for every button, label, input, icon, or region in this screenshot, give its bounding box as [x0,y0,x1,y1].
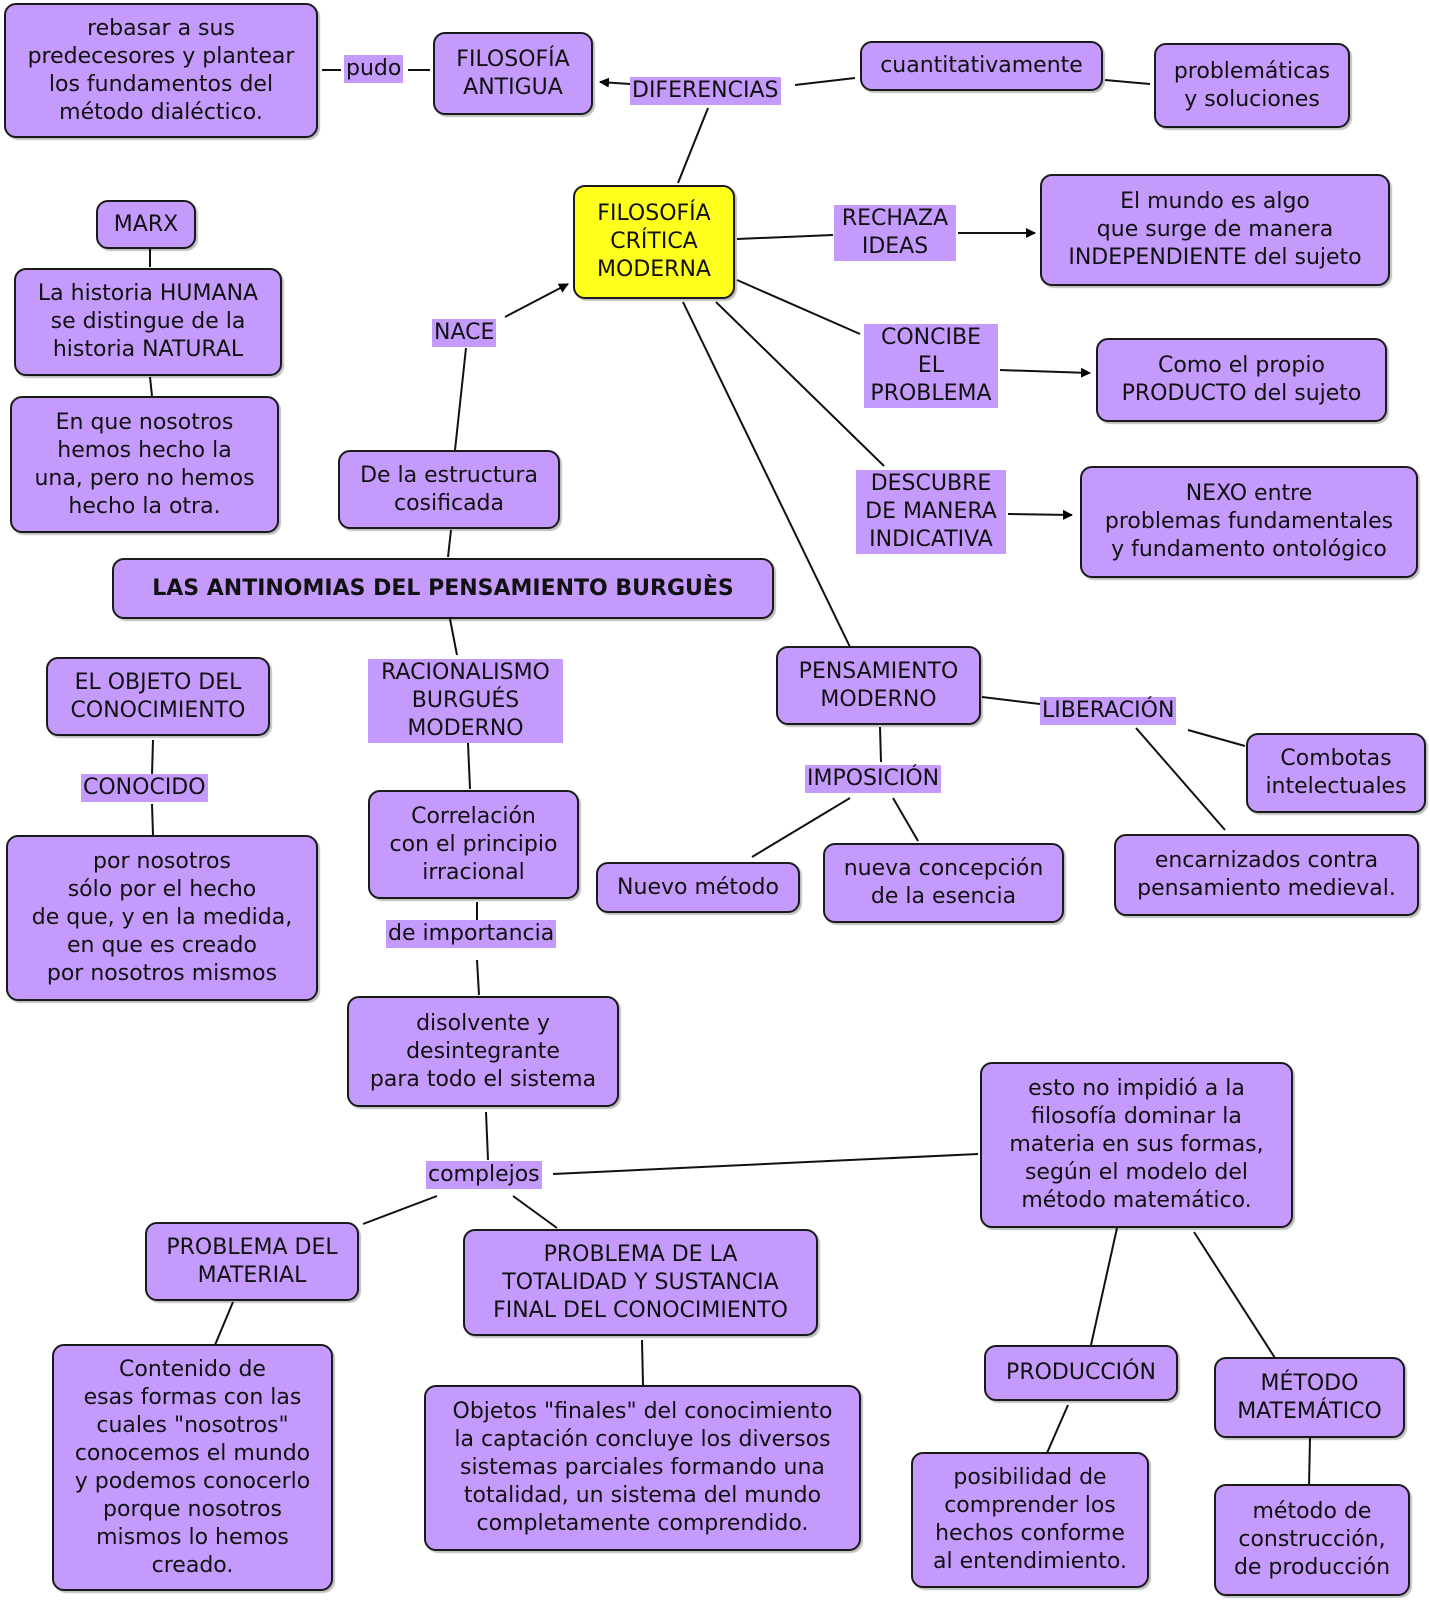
label-conocido: CONOCIDO [81,774,208,802]
node-disolvente: disolvente y desintegrante para todo el … [347,996,619,1107]
label-racionalismo: RACIONALISMO BURGUÉS MODERNO [368,659,563,743]
node-problematicas: problemáticas y soluciones [1154,43,1350,128]
node-esto-no-impidio: esto no impidió a la filosofía dominar l… [980,1062,1293,1228]
label-descubre: DESCUBRE DE MANERA INDICATIVA [856,470,1006,554]
label-pudo: pudo [344,55,404,83]
node-en-que-nosotros: En que nosotros hemos hecho la una, pero… [10,396,279,533]
node-pensamiento-moderno: PENSAMIENTO MODERNO [776,646,981,725]
node-produccion: PRODUCCIÓN [984,1345,1178,1401]
node-objeto-conocimiento: EL OBJETO DEL CONOCIMIENTO [46,657,270,736]
node-correlacion: Correlación con el principio irracional [368,790,579,899]
node-metodo-construccion: método de construcción, de producción [1214,1484,1410,1596]
label-imposicion: IMPOSICIÓN [805,765,942,793]
label-complejos: complejos [426,1161,542,1189]
label-rechaza-ideas: RECHAZA IDEAS [834,205,956,261]
label-liberacion: LIBERACIÓN [1040,697,1177,725]
node-problema-totalidad: PROBLEMA DE LA TOTALIDAD Y SUSTANCIA FIN… [463,1229,818,1336]
node-contenido: Contenido de esas formas con las cuales … [52,1344,333,1591]
node-problema-material: PROBLEMA DEL MATERIAL [145,1222,359,1301]
node-cuantitativamente: cuantitativamente [860,41,1103,91]
node-encarnizados: encarnizados contra pensamiento medieval… [1114,834,1419,916]
label-concibe-problema: CONCIBE EL PROBLEMA [864,324,998,408]
node-marx: MARX [96,200,196,249]
node-posibilidad: posibilidad de comprender los hechos con… [911,1452,1149,1588]
label-nace: NACE [432,319,497,347]
node-rebasar: rebasar a sus predecesores y plantear lo… [4,3,318,138]
node-estructura-cosificada: De la estructura cosificada [338,450,560,529]
node-producto-sujeto: Como el propio PRODUCTO del sujeto [1096,338,1387,422]
node-objetos-finales: Objetos "finales" del conocimiento la ca… [424,1385,861,1551]
node-nueva-concepcion: nueva concepción de la esencia [823,843,1064,923]
node-combotas: Combotas intelectuales [1246,733,1426,813]
label-diferencias: DIFERENCIAS [630,77,781,105]
node-historia-humana: La historia HUMANA se distingue de la hi… [14,268,282,376]
label-de-importancia: de importancia [386,920,557,948]
node-por-nosotros: por nosotros sólo por el hecho de que, y… [6,835,318,1001]
node-metodo-matematico: MÉTODO MATEMÁTICO [1214,1357,1405,1438]
node-filosofia-antigua: FILOSOFÍA ANTIGUA [433,32,593,115]
node-nexo: NEXO entre problemas fundamentales y fun… [1080,466,1418,578]
node-nuevo-metodo: Nuevo método [596,862,800,913]
node-antinomias: LAS ANTINOMIAS DEL PENSAMIENTO BURGUÈS [112,558,774,619]
node-filosofia-critica-moderna: FILOSOFÍA CRÍTICA MODERNA [573,185,735,299]
node-mundo-independiente: El mundo es algo que surge de manera IND… [1040,174,1390,286]
